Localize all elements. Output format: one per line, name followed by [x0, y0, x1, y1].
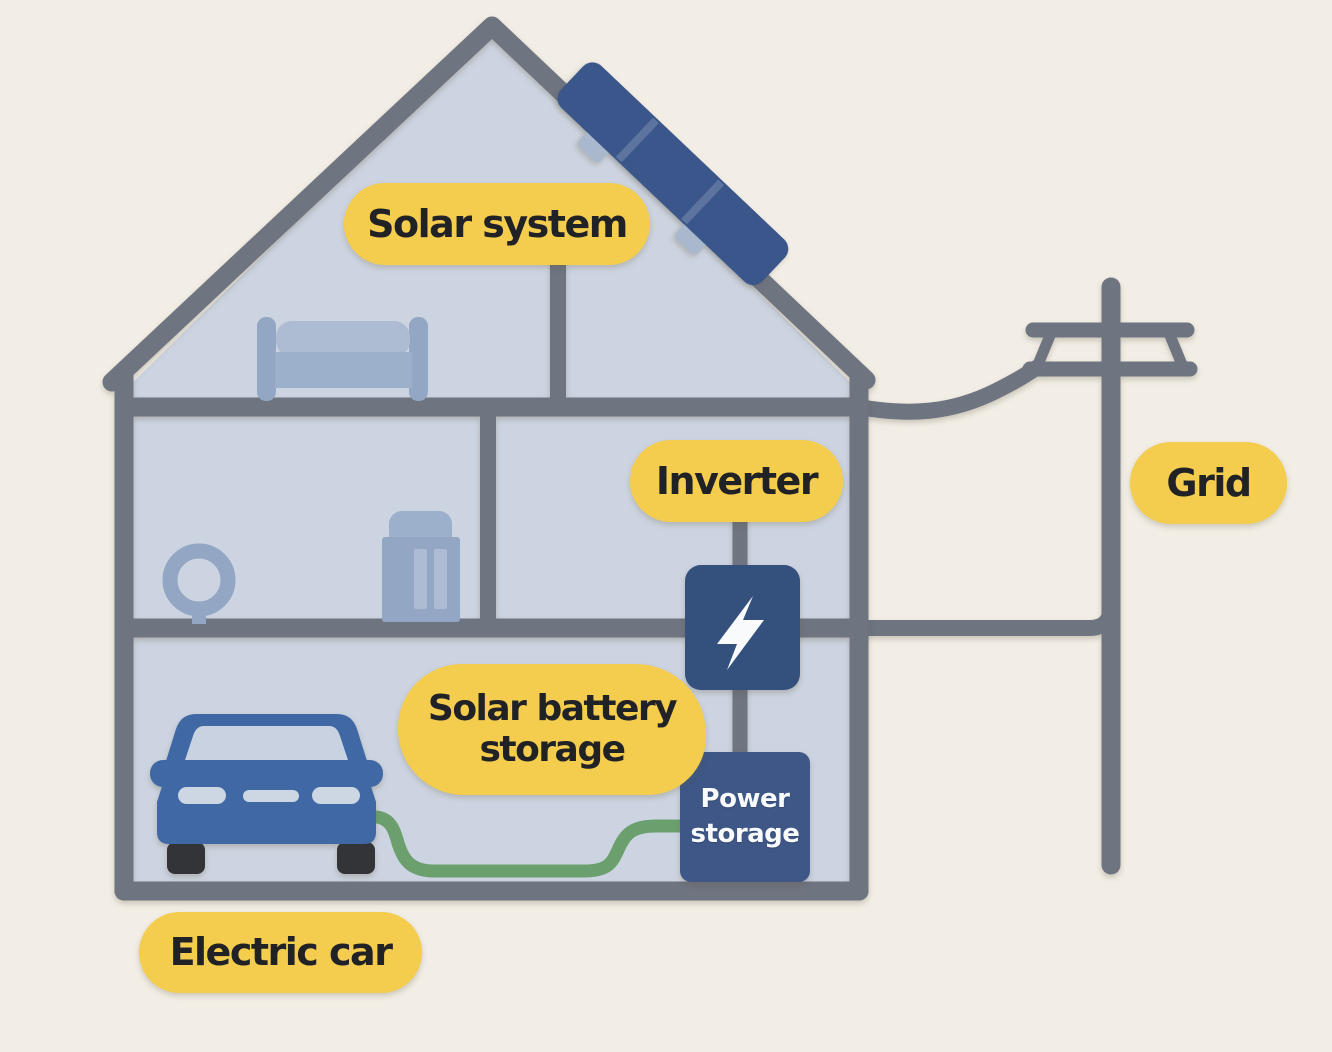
- label-grid-text: Grid: [1166, 460, 1252, 505]
- grid-wire-lower: [851, 588, 1119, 636]
- utility-pole: [851, 277, 1198, 875]
- car-headlight-right: [312, 787, 360, 804]
- panel-separator-1: [615, 117, 659, 163]
- label-solar-battery-storage: Solar battery storage: [398, 664, 706, 795]
- car-windshield: [183, 726, 350, 766]
- car-wheel-left: [167, 842, 205, 874]
- panel-body: [557, 62, 789, 286]
- bed-mattress: [276, 321, 410, 357]
- panel-foot-lower: [675, 222, 708, 255]
- label-electric-car-text: Electric car: [169, 930, 393, 975]
- car-grille: [243, 790, 299, 802]
- bed-post-right: [409, 317, 428, 401]
- mirror-ring: [162, 543, 236, 617]
- label-solar-system-text: Solar system: [367, 201, 628, 246]
- car-wheel-right: [337, 842, 375, 874]
- grid-wire-upper: [851, 360, 1044, 420]
- charging-cable: [370, 810, 691, 878]
- cabinet-slat-1: [414, 549, 427, 609]
- label-inverter: Inverter: [630, 440, 843, 522]
- label-grid: Grid: [1130, 442, 1287, 524]
- solar-panel-icon: [557, 62, 789, 286]
- mirror-stand: [192, 610, 206, 624]
- label-solar-system: Solar system: [344, 183, 650, 265]
- electric-car-icon: [150, 714, 383, 874]
- pole-brace-right: [1163, 327, 1189, 373]
- bed-post-left: [257, 317, 276, 401]
- power-storage-box: [680, 752, 810, 882]
- lightning-bolt-icon: [717, 596, 764, 670]
- car-headlight-left: [178, 787, 226, 804]
- power-storage-caption-line1: Power: [700, 783, 790, 814]
- power-storage-caption-line2: storage: [690, 819, 800, 849]
- mirror-icon: [162, 543, 236, 624]
- power-storage-caption: Power storage: [680, 752, 810, 882]
- cabinet-icon: [382, 511, 460, 622]
- cabinet-slat-2: [434, 549, 447, 609]
- label-electric-car: Electric car: [139, 912, 422, 993]
- panel-foot-upper: [577, 129, 611, 163]
- inverter-box: [685, 565, 800, 690]
- bed-icon: [257, 317, 428, 401]
- label-solar-battery-storage-text: Solar battery storage: [427, 688, 678, 770]
- pole-brace-left: [1031, 327, 1057, 373]
- label-inverter-text: Inverter: [655, 458, 819, 503]
- panel-separator-2: [681, 179, 725, 225]
- bed-base: [275, 352, 412, 388]
